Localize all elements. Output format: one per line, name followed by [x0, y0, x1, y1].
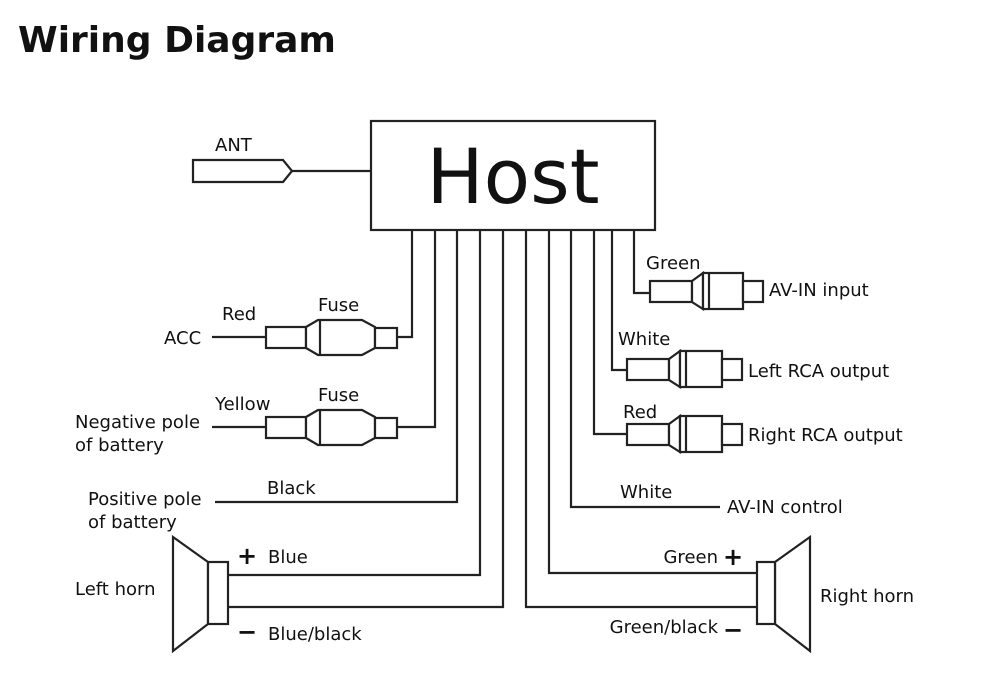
left-rca-label: Left RCA output: [748, 361, 889, 382]
negative-label-2: of battery: [75, 435, 164, 456]
right-horn-speaker-icon: [755, 534, 812, 654]
host-label: Host: [426, 132, 599, 221]
left-rca-connector: [625, 348, 744, 390]
negative-fuse-label: Fuse: [318, 385, 359, 406]
acc-fuse-label: Fuse: [318, 295, 359, 316]
left-minus-sign: −: [237, 618, 257, 646]
right-minus-wire-color: Green/black: [610, 617, 719, 638]
right-rca-label: Right RCA output: [748, 425, 903, 446]
acc-wire-color: Red: [222, 304, 256, 325]
left-horn-speaker-icon: [171, 534, 230, 654]
av-in-control-wire: [569, 230, 720, 509]
av-in-input-wire-color: Green: [646, 253, 701, 274]
acc-wire: [397, 230, 414, 339]
av-in-input-label: AV-IN input: [769, 280, 869, 301]
right-rca-connector: [625, 413, 744, 455]
left-rca-wire: [610, 230, 627, 372]
acc-label: ACC: [164, 328, 201, 349]
left-plus-wire-color: Blue: [268, 547, 308, 568]
left-plus-sign: +: [237, 542, 257, 570]
av-in-input-connector: [648, 270, 765, 312]
positive-label-2: of battery: [88, 512, 177, 533]
right-rca-wire-color: Red: [623, 402, 657, 423]
negative-fuse: [264, 408, 399, 447]
negative-wire: [397, 230, 437, 429]
av-in-input-wire: [632, 230, 650, 295]
acc-fuse: [264, 318, 399, 357]
negative-wire-color: Yellow: [214, 394, 270, 415]
right-horn-plus-wire: [547, 230, 757, 575]
right-horn-label: Right horn: [820, 586, 914, 607]
positive-label-1: Positive pole: [88, 489, 202, 510]
right-minus-sign: −: [723, 616, 743, 644]
av-in-control-wire-color: White: [620, 482, 672, 503]
host-unit: [369, 119, 657, 232]
left-horn-minus-wire: [228, 230, 505, 609]
right-horn-minus-wire: [524, 230, 757, 609]
left-horn-plus-wire: [228, 230, 482, 577]
right-plus-sign: +: [723, 543, 743, 571]
ant-label: ANT: [215, 135, 253, 156]
right-plus-wire-color: Green: [663, 547, 718, 568]
positive-wire-color: Black: [267, 478, 316, 499]
positive-wire: [215, 230, 459, 504]
av-in-control-label: AV-IN control: [727, 497, 843, 518]
antenna-connector: [191, 158, 294, 184]
negative-label-1: Negative pole: [75, 412, 200, 433]
left-horn-label: Left horn: [75, 579, 156, 600]
right-rca-wire: [592, 230, 627, 436]
left-minus-wire-color: Blue/black: [268, 624, 362, 645]
diagram-title: Wiring Diagram: [18, 20, 336, 61]
left-rca-wire-color: White: [618, 329, 670, 350]
